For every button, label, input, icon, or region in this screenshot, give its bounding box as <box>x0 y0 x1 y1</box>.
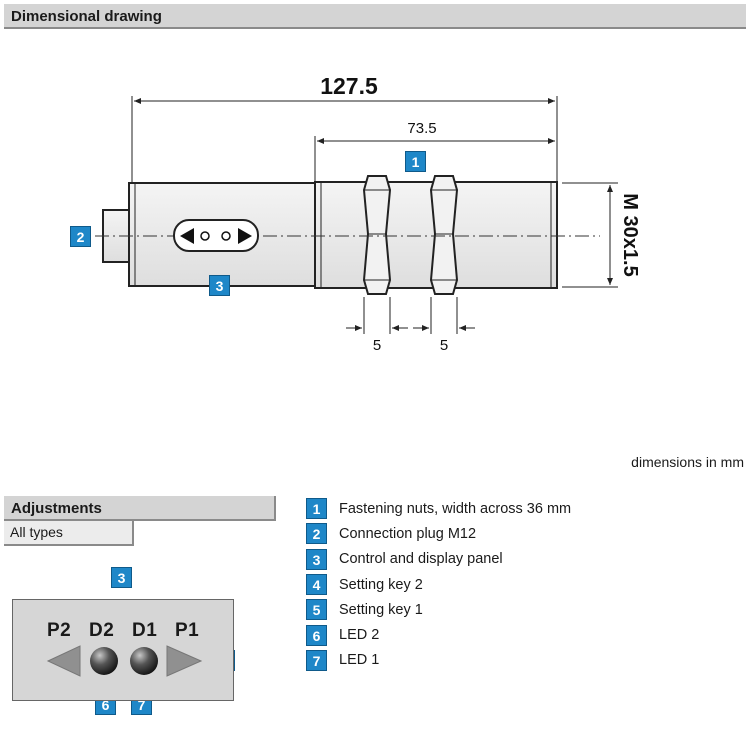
sub-header-all-types: All types <box>4 521 134 546</box>
panel-arrow-right <box>238 228 252 244</box>
adjustments-title: Adjustments <box>11 500 102 517</box>
led-1-icon <box>130 647 158 675</box>
legend-text: Connection plug M12 <box>339 525 477 542</box>
section-header-adjustments: Adjustments <box>4 496 276 521</box>
legend-number: 5 <box>306 599 327 621</box>
legend-number: 6 <box>306 624 327 646</box>
legend-number: 2 <box>306 523 327 545</box>
control-display-panel: P2 D2 D1 P1 <box>12 599 234 701</box>
section-header-dimensional-drawing: Dimensional drawing <box>4 4 746 29</box>
dim-nut-1-label: 5 <box>373 337 381 354</box>
setting-key-2-arrow-left-icon <box>46 645 81 677</box>
all-types-label: All types <box>10 524 63 540</box>
panel-callout-3: 3 <box>111 567 132 588</box>
legend-text: LED 1 <box>339 652 380 669</box>
drawing-callout-1: 1 <box>405 151 426 172</box>
fastening-nut-2 <box>429 175 459 295</box>
legend-number: 1 <box>306 498 327 520</box>
dim-thread-length-label: 73.5 <box>407 120 436 137</box>
dimensional-drawing: 127.5 73.5 M 30x1.5 5 5 <box>95 73 641 354</box>
led-2-icon <box>90 647 118 675</box>
panel-led-2 <box>221 231 231 241</box>
panel-controls <box>46 645 203 677</box>
legend-item: 6 LED 2 <box>306 622 571 647</box>
fastening-nut-1 <box>362 175 392 295</box>
dim-overall-label: 127.5 <box>320 73 378 99</box>
legend-item: 5 Setting key 1 <box>306 597 571 622</box>
legend-text: Setting key 2 <box>339 576 423 593</box>
units-note: dimensions in mm <box>631 454 744 470</box>
legend-text: Fastening nuts, width across 36 mm <box>339 500 572 517</box>
legend-number: 7 <box>306 649 327 671</box>
drawing-callout-3: 3 <box>209 275 230 296</box>
dim-thread-label: M 30x1.5 <box>619 193 641 276</box>
label-p1: P1 <box>175 620 200 641</box>
dim-nut-2-label: 5 <box>440 337 448 354</box>
label-p2: P2 <box>47 620 72 641</box>
legend-number: 4 <box>306 574 327 596</box>
legend-item: 2 Connection plug M12 <box>306 521 571 546</box>
legend-item: 4 Setting key 2 <box>306 572 571 597</box>
legend-text: Control and display panel <box>339 551 503 568</box>
section-title: Dimensional drawing <box>11 8 162 25</box>
legend-item: 7 LED 1 <box>306 648 571 673</box>
legend-text: LED 2 <box>339 627 380 644</box>
legend-item: 1 Fastening nuts, width across 36 mm <box>306 496 571 521</box>
legend-text: Setting key 1 <box>339 601 423 618</box>
legend-number: 3 <box>306 548 327 570</box>
legend-item: 3 Control and display panel <box>306 547 571 572</box>
label-d2: D2 <box>89 620 115 641</box>
panel-led-1 <box>200 231 210 241</box>
setting-key-1-arrow-right-icon <box>166 645 203 677</box>
drawing-callout-2: 2 <box>70 226 91 247</box>
panel-outline <box>173 219 259 252</box>
panel-arrow-left <box>180 228 194 244</box>
label-d1: D1 <box>132 620 158 641</box>
